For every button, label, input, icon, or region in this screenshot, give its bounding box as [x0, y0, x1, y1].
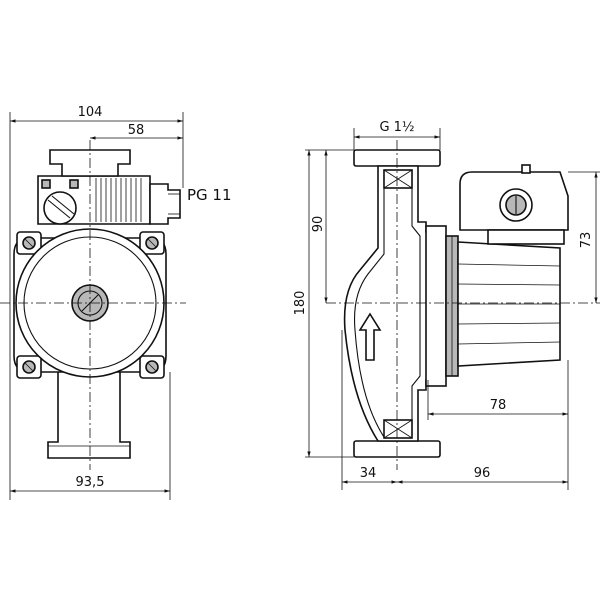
cable-gland: [149, 183, 181, 225]
front-lower-pipe: [47, 369, 131, 459]
corner-bolt-lugs: [16, 231, 165, 379]
terminal-box-ribs: [95, 178, 142, 222]
side-view: G 1½ 180 90 73 78 34 96: [293, 120, 600, 490]
dim-front-bottom-width: 93,5: [76, 475, 105, 490]
flange-bolt-marks: [383, 169, 413, 439]
dim-side-total-height: 180: [293, 291, 308, 316]
dim-side-motor-extent: 96: [474, 466, 491, 481]
dim-side-upper-height: 90: [311, 216, 326, 233]
dim-side-motor-height: 73: [579, 232, 594, 249]
dim-side-port-offset: 34: [360, 466, 377, 481]
flow-direction-arrow: [358, 312, 382, 361]
motor-fins: [457, 263, 561, 345]
dim-front-gland-width: 58: [128, 123, 145, 138]
speed-selector-knob: [43, 191, 77, 225]
dim-front-total-width: 104: [78, 105, 103, 120]
dim-side-motor-length: 78: [490, 398, 507, 413]
thread-size-label: G 1½: [379, 120, 414, 135]
front-view: 104 58 PG 11 93,5: [0, 105, 232, 500]
cable-gland-label: PG 11: [187, 186, 232, 204]
